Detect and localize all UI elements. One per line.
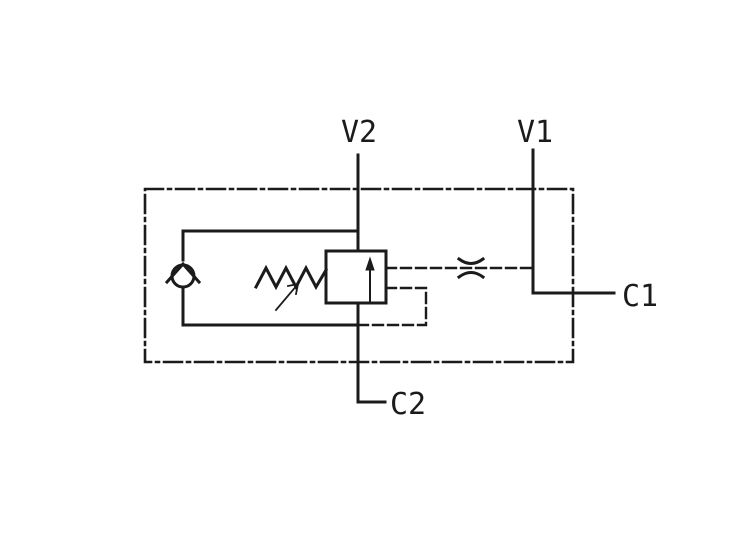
label-v2: V2 — [341, 115, 377, 150]
orifice-restrictor-icon — [456, 256, 486, 280]
flow-arrow-icon — [365, 256, 375, 303]
valve-spool-icon — [324, 249, 388, 305]
adjustable-arrow-icon — [274, 282, 300, 312]
label-c1: C1 — [622, 279, 658, 314]
spring-icon — [253, 264, 329, 291]
label-v1: V1 — [517, 115, 553, 150]
drain-line — [356, 286, 428, 327]
label-c2: C2 — [390, 387, 426, 422]
check-valve-icon — [164, 261, 202, 289]
